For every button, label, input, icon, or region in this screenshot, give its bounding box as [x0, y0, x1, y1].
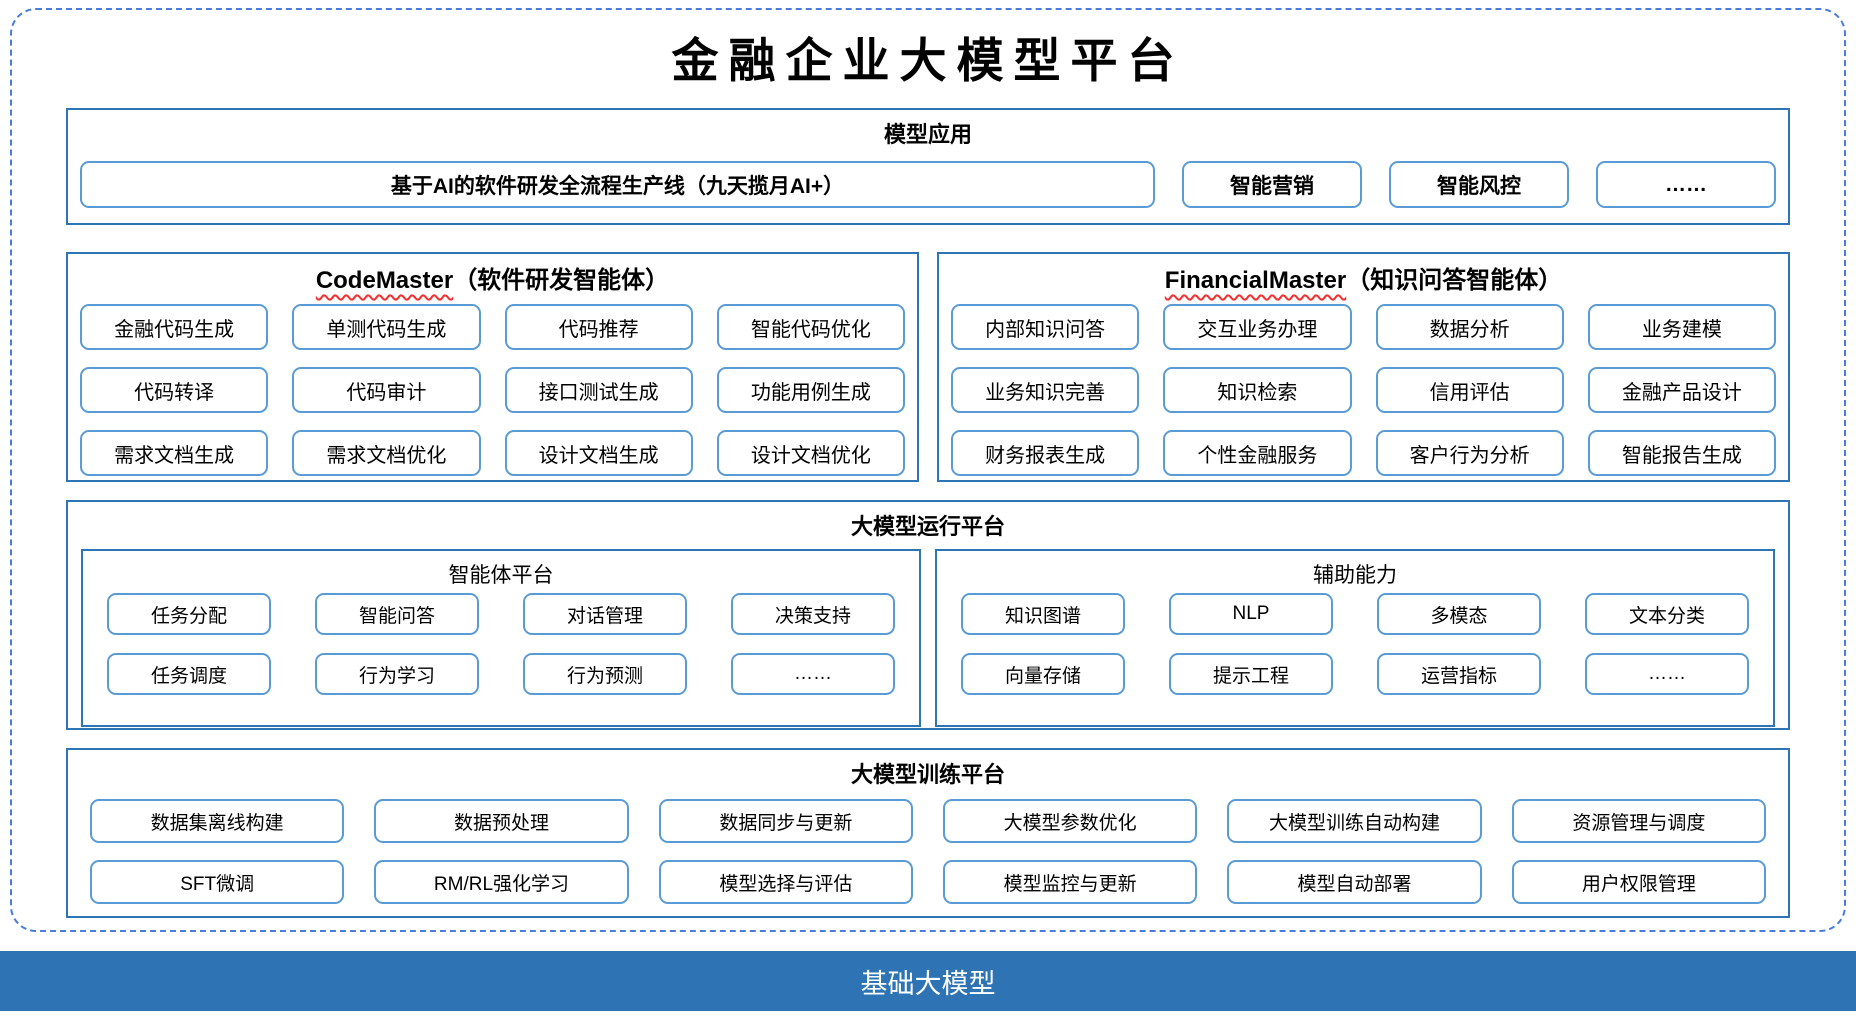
codemaster-item: 代码推荐 [504, 304, 693, 350]
foundation-model-bar: 基础大模型 [0, 951, 1856, 1011]
training-platform-item: 资源管理与调度 [1511, 799, 1766, 843]
app-node-marketing: 智能营销 [1182, 161, 1362, 208]
codemaster-grid: 金融代码生成 单测代码生成 代码推荐 智能代码优化 代码转译 代码审计 接口测试… [80, 304, 905, 476]
runtime-platform-header: 大模型运行平台 [850, 514, 1005, 539]
app-node-more: …… [1596, 161, 1776, 208]
section-model-application: 模型应用 基于AI的软件研发全流程生产线（九天揽月AI+） 智能营销 智能风控 … [66, 108, 1790, 225]
agent-platform-item: 任务调度 [107, 653, 271, 695]
aux-capabilities-item: …… [1585, 653, 1749, 695]
agent-platform-box: 智能体平台 任务分配 智能问答 对话管理 决策支持 任务调度 行为学习 行为预测… [81, 549, 921, 727]
codemaster-item: 接口测试生成 [504, 367, 693, 413]
agent-platform-item: 行为学习 [315, 653, 479, 695]
financialmaster-item: 财务报表生成 [951, 430, 1140, 476]
training-platform-item: 大模型参数优化 [942, 799, 1198, 843]
codemaster-header-en: CodeMaster [315, 267, 454, 294]
aux-capabilities-item: 文本分类 [1585, 593, 1749, 635]
training-platform-item: 数据预处理 [374, 799, 629, 843]
agent-platform-item: 对话管理 [523, 593, 687, 635]
training-platform-item: 模型监控与更新 [942, 860, 1198, 904]
financialmaster-item: 信用评估 [1375, 367, 1564, 413]
training-platform-item: RM/RL强化学习 [374, 860, 629, 904]
financialmaster-header-zh: （知识问答智能体） [1346, 267, 1563, 294]
codemaster-item: 设计文档优化 [716, 430, 905, 476]
codemaster-box: CodeMaster（软件研发智能体） 金融代码生成 单测代码生成 代码推荐 智… [66, 252, 919, 482]
financialmaster-header-en: FinancialMaster [1164, 267, 1347, 294]
codemaster-item: 设计文档生成 [504, 430, 693, 476]
aux-capabilities-item: 知识图谱 [961, 593, 1125, 635]
section-training-platform: 大模型训练平台 数据集离线构建 数据预处理 数据同步与更新 大模型参数优化 大模… [66, 748, 1790, 918]
financialmaster-header: FinancialMaster（知识问答智能体） [951, 260, 1776, 296]
financialmaster-item: 内部知识问答 [951, 304, 1140, 350]
financialmaster-item: 知识检索 [1163, 367, 1352, 413]
aux-capabilities-grid: 知识图谱 NLP 多模态 文本分类 向量存储 提示工程 运营指标 …… [961, 593, 1749, 695]
codemaster-item: 需求文档生成 [80, 430, 269, 476]
model-application-row: 基于AI的软件研发全流程生产线（九天揽月AI+） 智能营销 智能风控 …… [80, 161, 1776, 208]
training-platform-item: 模型选择与评估 [658, 860, 913, 904]
codemaster-item: 单测代码生成 [292, 304, 481, 350]
aux-capabilities-item: 提示工程 [1169, 653, 1333, 695]
aux-capabilities-item: 运营指标 [1377, 653, 1541, 695]
model-application-header: 模型应用 [883, 122, 972, 147]
financialmaster-item: 智能报告生成 [1587, 430, 1776, 476]
financialmaster-item: 业务建模 [1587, 304, 1776, 350]
agent-platform-item: 任务分配 [107, 593, 271, 635]
app-node-ai-pipeline: 基于AI的软件研发全流程生产线（九天揽月AI+） [80, 161, 1155, 208]
codemaster-header-zh: （软件研发智能体） [453, 267, 670, 294]
training-platform-item: 大模型训练自动构建 [1227, 799, 1482, 843]
codemaster-item: 功能用例生成 [716, 367, 905, 413]
aux-capabilities-item: NLP [1169, 593, 1333, 635]
section-agents: CodeMaster（软件研发智能体） 金融代码生成 单测代码生成 代码推荐 智… [66, 252, 1790, 482]
financialmaster-item: 个性金融服务 [1163, 430, 1352, 476]
aux-capabilities-item: 多模态 [1377, 593, 1541, 635]
training-platform-header: 大模型训练平台 [850, 762, 1005, 787]
codemaster-item: 智能代码优化 [716, 304, 905, 350]
financialmaster-item: 数据分析 [1375, 304, 1564, 350]
agent-platform-item: 智能问答 [315, 593, 479, 635]
aux-capabilities-item: 向量存储 [961, 653, 1125, 695]
aux-capabilities-header: 辅助能力 [1313, 564, 1397, 587]
page-title: 金融企业大模型平台 [671, 34, 1185, 89]
codemaster-item: 代码转译 [80, 367, 269, 413]
runtime-platform-inner: 智能体平台 任务分配 智能问答 对话管理 决策支持 任务调度 行为学习 行为预测… [81, 549, 1775, 727]
codemaster-header: CodeMaster（软件研发智能体） [80, 260, 905, 296]
financialmaster-grid: 内部知识问答 交互业务办理 数据分析 业务建模 业务知识完善 知识检索 信用评估… [951, 304, 1776, 476]
financialmaster-item: 客户行为分析 [1375, 430, 1564, 476]
agent-platform-grid: 任务分配 智能问答 对话管理 决策支持 任务调度 行为学习 行为预测 …… [107, 593, 895, 695]
training-platform-item: 数据集离线构建 [90, 799, 345, 843]
section-runtime-platform: 大模型运行平台 智能体平台 任务分配 智能问答 对话管理 决策支持 任务调度 行… [66, 500, 1790, 730]
aux-capabilities-box: 辅助能力 知识图谱 NLP 多模态 文本分类 向量存储 提示工程 运营指标 …… [935, 549, 1775, 727]
financialmaster-item: 交互业务办理 [1163, 304, 1352, 350]
codemaster-item: 需求文档优化 [292, 430, 481, 476]
financialmaster-item: 业务知识完善 [951, 367, 1140, 413]
codemaster-item: 金融代码生成 [80, 304, 269, 350]
app-node-risk: 智能风控 [1389, 161, 1569, 208]
agent-platform-item: 决策支持 [731, 593, 895, 635]
agent-platform-header: 智能体平台 [448, 564, 554, 587]
training-platform-grid: 数据集离线构建 数据预处理 数据同步与更新 大模型参数优化 大模型训练自动构建 … [90, 799, 1766, 904]
training-platform-item: 用户权限管理 [1511, 860, 1766, 904]
outer-dashed-frame [10, 8, 1846, 932]
training-platform-item: SFT微调 [90, 860, 345, 904]
agent-platform-item: …… [731, 653, 895, 695]
financialmaster-box: FinancialMaster（知识问答智能体） 内部知识问答 交互业务办理 数… [937, 252, 1790, 482]
training-platform-item: 数据同步与更新 [658, 799, 913, 843]
agent-platform-item: 行为预测 [523, 653, 687, 695]
foundation-model-label: 基础大模型 [860, 968, 996, 999]
training-platform-item: 模型自动部署 [1227, 860, 1482, 904]
codemaster-item: 代码审计 [292, 367, 481, 413]
financialmaster-item: 金融产品设计 [1587, 367, 1776, 413]
